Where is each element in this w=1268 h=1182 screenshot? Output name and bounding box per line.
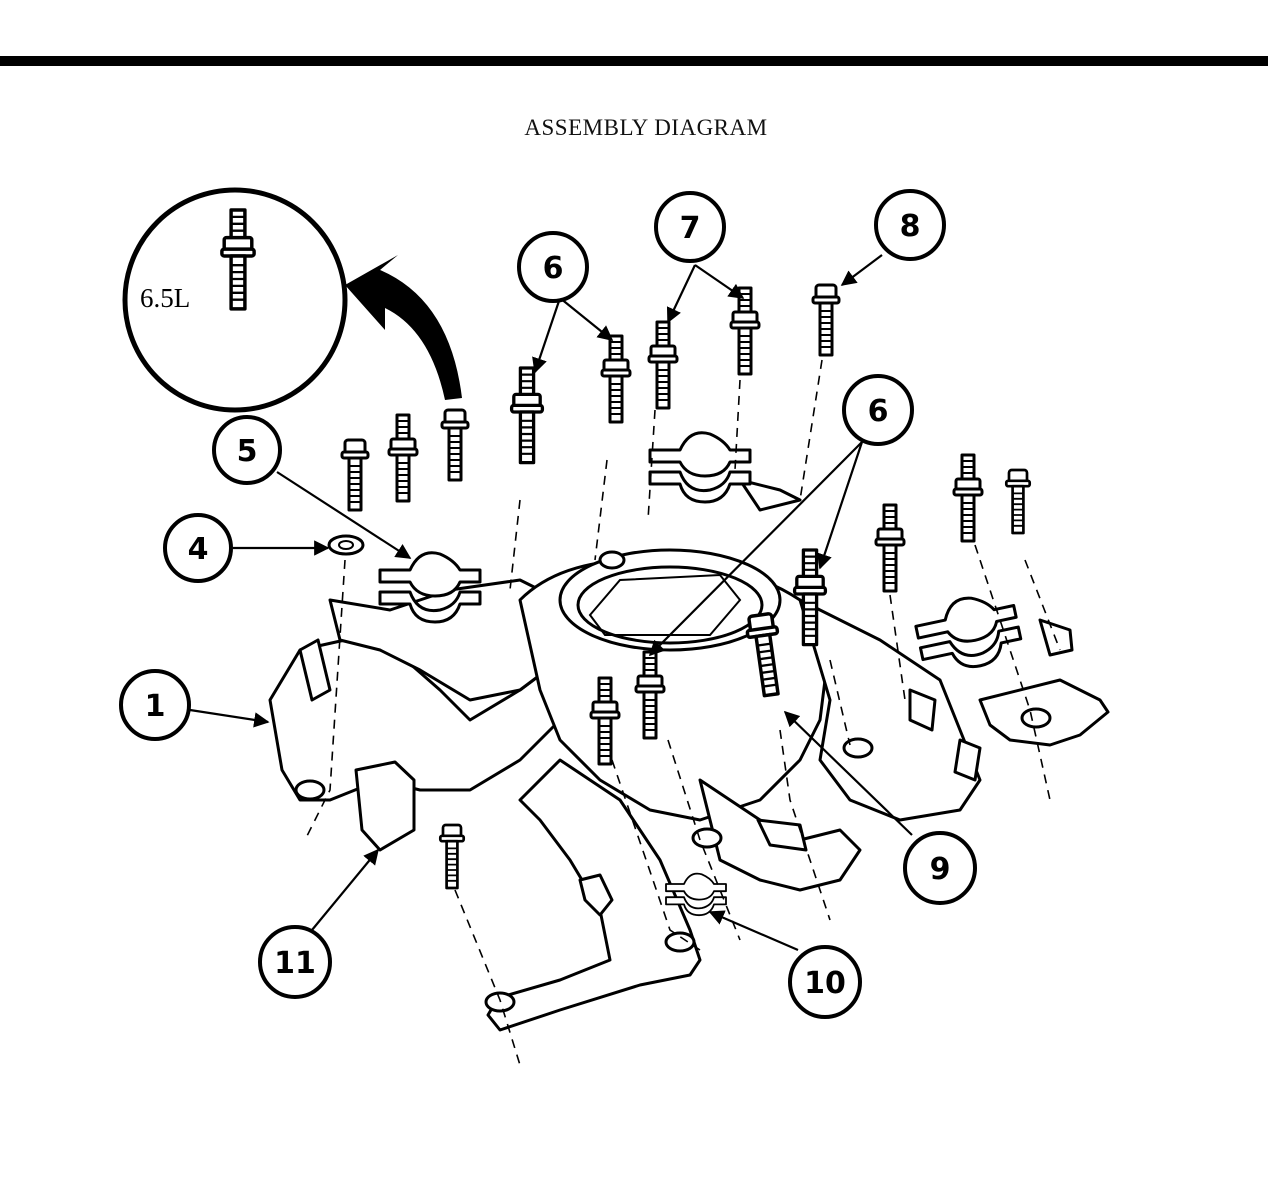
- callout-9: 9: [903, 831, 977, 905]
- callout-number: 5: [237, 434, 258, 469]
- callout-5: 5: [212, 415, 282, 485]
- callout-number: 7: [680, 211, 701, 246]
- callout-1: 1: [119, 669, 191, 741]
- stud: [874, 503, 906, 593]
- callout-number: 4: [188, 532, 209, 567]
- inset-engine-label: 6.5L: [140, 283, 190, 313]
- callout-8: 8: [874, 189, 946, 261]
- alignment-lines: [304, 359, 1061, 1066]
- callout-6-right: 6: [842, 374, 914, 446]
- callout-10: 10: [788, 945, 862, 1019]
- washer: [327, 534, 365, 556]
- bolt: [1004, 468, 1032, 535]
- inset-pointer-arrow: [345, 255, 462, 400]
- stud: [647, 320, 679, 410]
- inset-detail: 6.5L: [122, 187, 462, 413]
- callout-4: 4: [163, 513, 233, 583]
- callout-number: 10: [804, 966, 846, 1001]
- callout-7: 7: [654, 191, 726, 263]
- intake-manifold: [268, 478, 1110, 1032]
- callout-number: 6: [868, 394, 889, 429]
- bracket: [354, 760, 416, 852]
- callout-number: 8: [900, 209, 921, 244]
- callout-11: 11: [258, 925, 332, 999]
- bolt: [340, 438, 370, 512]
- callout-number: 1: [145, 689, 166, 724]
- stud: [729, 286, 761, 376]
- callout-number: 9: [930, 852, 951, 887]
- clamp: [910, 587, 1027, 679]
- callout-number: 6: [543, 251, 564, 286]
- callout-number: 11: [274, 946, 316, 981]
- callout-6-top: 6: [517, 231, 589, 303]
- diagram-title: ASSEMBLY DIAGRAM: [524, 115, 768, 140]
- bolt: [438, 823, 466, 890]
- bolt: [440, 408, 470, 482]
- stud: [952, 453, 984, 543]
- bolt: [811, 283, 841, 357]
- page-header-rule: [0, 56, 1268, 66]
- stud: [600, 334, 632, 424]
- stud: [509, 366, 545, 465]
- leader-lines: [189, 254, 913, 952]
- stud: [387, 413, 419, 503]
